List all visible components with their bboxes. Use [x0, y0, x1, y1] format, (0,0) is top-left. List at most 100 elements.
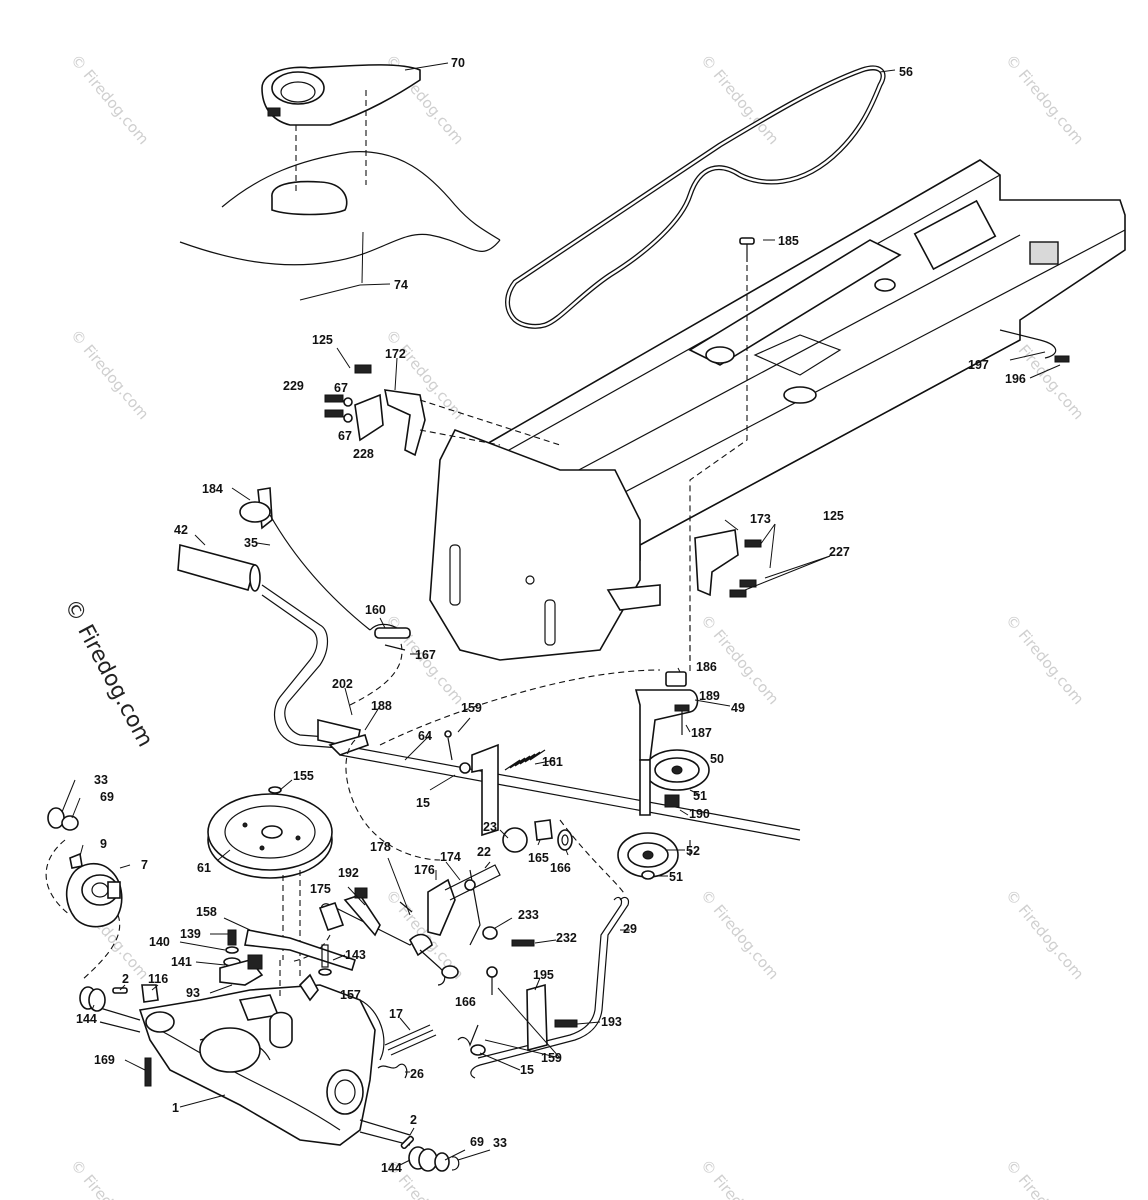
- callout-69: 69: [470, 1135, 484, 1149]
- callout-23: 23: [483, 820, 497, 834]
- misc-leaders: [194, 231, 775, 861]
- callout-52: 52: [686, 844, 700, 858]
- transaxle-brackets: [179, 917, 356, 996]
- callout-139: 139: [180, 927, 201, 941]
- watermark-tile: © Firedog.com: [1002, 1156, 1087, 1200]
- callout-196: 196: [1005, 372, 1026, 386]
- callout-144: 144: [76, 1012, 97, 1026]
- watermark-tile: © Firedog.com: [67, 1156, 152, 1200]
- watermark-main: © Firedog.com: [59, 595, 158, 751]
- callout-227: 227: [829, 545, 850, 559]
- clip-160: [369, 617, 420, 655]
- callout-67: 67: [338, 429, 352, 443]
- callout-29: 29: [623, 922, 637, 936]
- callout-67: 67: [334, 381, 348, 395]
- callout-33: 33: [94, 773, 108, 787]
- callout-166: 166: [550, 861, 571, 875]
- callout-26: 26: [410, 1067, 424, 1081]
- callout-7: 7: [141, 858, 148, 872]
- chassis-frame: [429, 159, 1126, 661]
- callout-33: 33: [493, 1136, 507, 1150]
- callout-158: 158: [196, 905, 217, 919]
- callout-15: 15: [416, 796, 430, 810]
- axle-washers-left: [79, 984, 159, 1087]
- callout-160: 160: [365, 603, 386, 617]
- watermark-tile: © Firedog.com: [1002, 611, 1087, 708]
- callout-35: 35: [244, 536, 258, 550]
- callout-51: 51: [693, 789, 707, 803]
- callout-195: 195: [533, 968, 554, 982]
- callout-169: 169: [94, 1053, 115, 1067]
- idler-assembly: [379, 605, 731, 896]
- callout-178: 178: [370, 840, 391, 854]
- callout-61: 61: [197, 861, 211, 875]
- transaxle-1: [99, 960, 411, 1146]
- callout-70: 70: [451, 56, 465, 70]
- callout-125: 125: [312, 333, 333, 347]
- callout-176: 176: [414, 863, 435, 877]
- control-linkage: [289, 857, 501, 986]
- callout-49: 49: [731, 701, 745, 715]
- callout-15: 15: [520, 1063, 534, 1077]
- bolt-185: [689, 237, 755, 660]
- callout-2: 2: [122, 972, 129, 986]
- callout-233: 233: [518, 908, 539, 922]
- callout-51: 51: [669, 870, 683, 884]
- callout-22: 22: [477, 845, 491, 859]
- callout-167: 167: [415, 648, 436, 662]
- callout-202: 202: [332, 677, 353, 691]
- callout-197: 197: [968, 358, 989, 372]
- callout-189: 189: [699, 689, 720, 703]
- callout-175: 175: [310, 882, 331, 896]
- callout-50: 50: [710, 752, 724, 766]
- spring-161: [444, 717, 556, 837]
- front-plate: [429, 428, 641, 661]
- watermark-tile: © Firedog.com: [697, 1156, 782, 1200]
- pulley-61: [207, 779, 333, 960]
- callout-159: 159: [461, 701, 482, 715]
- callout-232: 232: [556, 931, 577, 945]
- callout-159: 159: [541, 1051, 562, 1065]
- callout-228: 228: [353, 447, 374, 461]
- watermark-tile: © Firedog.com: [697, 886, 782, 983]
- callout-192: 192: [338, 866, 359, 880]
- callout-42: 42: [174, 523, 188, 537]
- callout-174: 174: [440, 850, 461, 864]
- callout-116: 116: [148, 972, 168, 986]
- wheel-hub-7: [45, 779, 131, 981]
- callout-155: 155: [293, 769, 314, 783]
- callout-9: 9: [100, 837, 107, 851]
- callout-229: 229: [283, 379, 304, 393]
- watermark-tile: © Firedog.com: [67, 326, 152, 423]
- fender-assembly: [179, 62, 501, 266]
- callout-141: 141: [171, 955, 192, 969]
- callout-143: 143: [345, 948, 366, 962]
- callout-173: 173: [750, 512, 771, 526]
- callout-190: 190: [689, 807, 710, 821]
- callout-144: 144: [381, 1161, 402, 1175]
- rod-29: [470, 896, 630, 1079]
- callout-93: 93: [186, 986, 200, 1000]
- callout-74: 74: [394, 278, 408, 292]
- callout-labels: 70 56 74 185 125 172 229 67 67 228 197 1…: [76, 56, 1026, 1175]
- callout-188: 188: [371, 699, 392, 713]
- callout-140: 140: [149, 935, 170, 949]
- callout-193: 193: [601, 1015, 622, 1029]
- callout-157: 157: [340, 988, 361, 1002]
- washers-23-165-166: [502, 819, 573, 853]
- callout-186: 186: [696, 660, 717, 674]
- bracket-172: [324, 347, 561, 457]
- callout-56: 56: [899, 65, 913, 79]
- callout-1: 1: [172, 1101, 179, 1115]
- springs-17-26: [377, 966, 561, 1079]
- watermark-tile: © Firedog.com: [1002, 51, 1087, 148]
- axle-washers-right: [399, 1127, 491, 1172]
- callout-184: 184: [202, 482, 223, 496]
- callout-69: 69: [100, 790, 114, 804]
- callout-185: 185: [778, 234, 799, 248]
- bracket-173: [694, 523, 831, 598]
- callout-161: 161: [542, 755, 563, 769]
- drive-belt: [505, 65, 896, 329]
- callout-172: 172: [385, 347, 406, 361]
